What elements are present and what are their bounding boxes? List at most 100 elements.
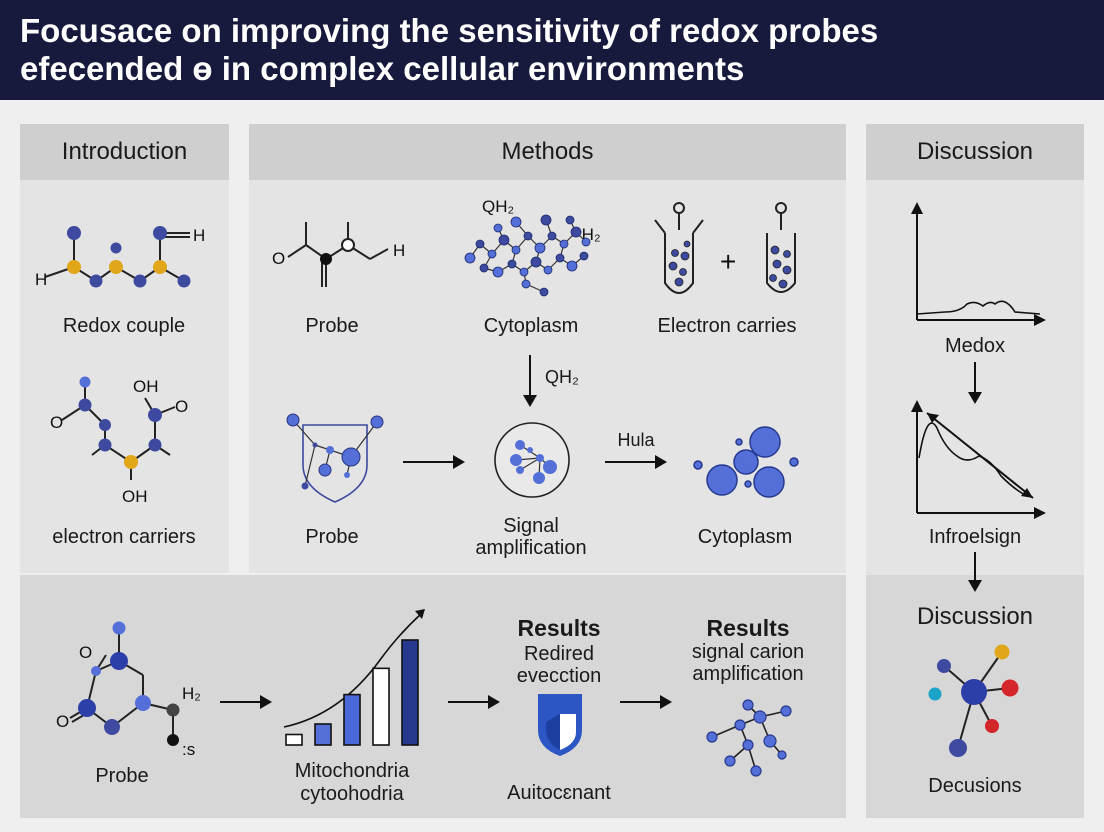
results1-title: Results: [517, 615, 601, 641]
hula-arrow-label: Hula: [617, 430, 655, 450]
introduction-header: Introduction: [20, 124, 229, 180]
title-bar: Focusace on improving the sensitivity of…: [0, 0, 1104, 100]
cytoplasm-node: [539, 287, 549, 297]
redox-couple-molecule: H H: [35, 226, 205, 289]
probe-shield: [286, 413, 384, 503]
discussion-down-arrow-2: [968, 552, 982, 592]
cytoplasm-node: [534, 242, 546, 254]
cytoplasm-node: [530, 256, 542, 268]
results-s: :s: [182, 740, 195, 759]
results-network: [706, 699, 792, 777]
redox-h-left: H: [35, 270, 47, 289]
cytoplasm-node: [570, 226, 582, 238]
methods-panel: [249, 124, 846, 573]
antioxidant-shield-icon: [538, 694, 582, 756]
mito-bar: [401, 639, 419, 746]
cytoplasm-node: [521, 279, 531, 289]
cytoplasm-label: Cytoplasm: [483, 315, 579, 337]
redox-couple-label: Redox couple: [62, 315, 186, 337]
arrow-probe-to-signal: [403, 455, 465, 469]
signal-amplification-cell: [494, 422, 570, 498]
cytoplasm-node: [555, 253, 565, 263]
mito-bar-chart: [283, 609, 425, 746]
electron-carries-label: Electron carries: [657, 315, 797, 337]
electron-carriers-label: electron carriers: [52, 526, 196, 548]
cytoplasm-node: [510, 216, 522, 228]
cytoplasm-node: [579, 251, 589, 261]
cytoplasm-h2: ·H₂: [576, 225, 601, 244]
results1-sub2: evecction: [516, 665, 602, 687]
cytoplasm-node: [475, 239, 485, 249]
cytoplasm-node: [566, 260, 578, 272]
results-panel: [20, 575, 846, 818]
cytoplasm-node: [547, 231, 557, 241]
discussion-header-2: Discussion: [916, 603, 1034, 630]
infroelsign-label: Infroelsign: [928, 526, 1022, 548]
discussion-header: Discussion: [866, 124, 1084, 180]
title-line-1: Focusace on improving the sensitivity of…: [20, 12, 879, 49]
down-arrow-label: QH₂: [545, 367, 579, 387]
plus-sign: +: [720, 246, 736, 277]
probe-h: H: [393, 241, 405, 260]
mito-label-2: cytoohodria: [300, 783, 404, 805]
carriers-oh-top: OH: [133, 377, 159, 396]
mito-bar: [314, 723, 332, 746]
results-o-left: O: [56, 712, 69, 731]
carriers-o-right: O: [175, 397, 188, 416]
antioxidant-label: Auitocɛnant: [507, 782, 611, 804]
probe-structure: O H: [272, 222, 405, 287]
title-line-2: efecended ɵ in complex cellular environm…: [20, 50, 745, 87]
cytoplasm-node: [479, 263, 489, 273]
arrow-probe-to-mito: [220, 695, 272, 709]
results2-sub2: amplification: [692, 663, 804, 685]
results2-title: Results: [706, 615, 790, 641]
arrow-results-to-results: [620, 695, 672, 709]
cytoplasm-node: [464, 252, 476, 264]
discussion-network: [928, 644, 1019, 757]
mito-label-1: Mitochondria: [294, 760, 410, 782]
cytoplasm-bubbles: [693, 426, 799, 498]
signal-label-1: Signal: [503, 515, 559, 537]
electron-carriers-molecule: OH O O OH: [50, 376, 188, 506]
discussion-down-arrow-1: [968, 362, 982, 404]
arrow-mito-to-results: [448, 695, 500, 709]
methods-header: Methods: [249, 124, 846, 180]
cytoplasm-node: [581, 237, 591, 247]
carriers-oh-bottom: OH: [122, 487, 148, 506]
cytoplasm-node: [487, 249, 497, 259]
results-o-top: O: [79, 643, 92, 662]
cytoplasm-node: [540, 214, 552, 226]
carriers-o-left: O: [50, 413, 63, 432]
results-h2: H₂: [182, 684, 201, 703]
mito-bar: [343, 693, 361, 746]
results2-sub1: signal carion: [691, 641, 805, 663]
cytoplasm-qh2: QH₂: [482, 197, 514, 216]
down-arrow: [523, 355, 537, 407]
medox-chart: [911, 202, 1046, 326]
cytoplasm-node: [519, 267, 529, 277]
arrow-signal-to-cytoplasm: [605, 455, 667, 469]
redox-h-right: H: [193, 226, 205, 245]
cytoplasm-node: [492, 266, 504, 278]
cytoplasm-node: [523, 231, 533, 241]
results-probe-label: Probe: [95, 765, 149, 787]
cytoplasm-node: [493, 223, 503, 233]
electron-tubes: +: [654, 202, 796, 294]
cytoplasm2-label: Cytoplasm: [697, 526, 793, 548]
cytoplasm-node: [565, 215, 575, 225]
introduction-panel: [20, 124, 229, 573]
probe-o: O: [272, 249, 285, 268]
signal-label-2: amplification: [475, 537, 587, 559]
infroelsign-chart: [911, 400, 1046, 519]
mito-bar: [372, 667, 390, 746]
results-probe-molecule: O O H₂ :s: [56, 621, 201, 759]
cytoplasm-node: [511, 245, 521, 255]
probe2-label: Probe: [305, 526, 359, 548]
mito-bar: [285, 733, 303, 746]
medox-label: Medox: [944, 335, 1006, 357]
decusions-label: Decusions: [928, 775, 1022, 797]
cytoplasm-node: [543, 265, 553, 275]
cytoplasm-node: [559, 239, 569, 249]
cytoplasm-node: [498, 234, 510, 246]
cytoplasm-node: [507, 259, 517, 269]
